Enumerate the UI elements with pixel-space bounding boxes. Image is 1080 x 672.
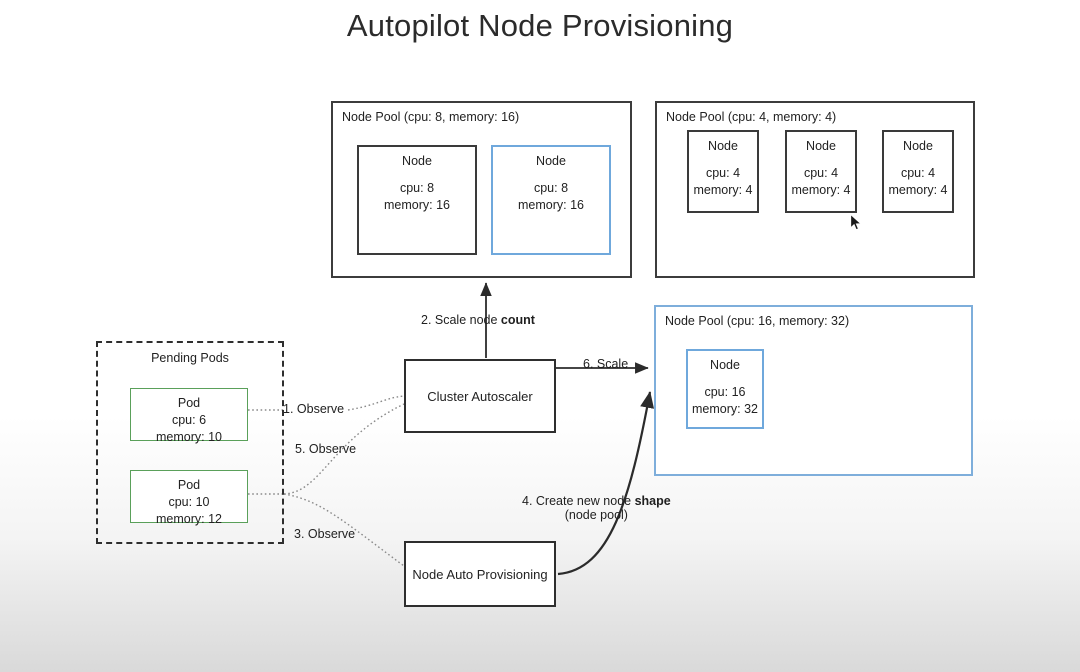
cluster-autoscaler-box[interactable]: Cluster Autoscaler — [404, 359, 556, 433]
pod-card[interactable]: Pod cpu: 6 memory: 10 — [130, 388, 248, 444]
node-memory: memory: 32 — [692, 401, 758, 416]
node-memory: memory: 4 — [791, 182, 851, 197]
node-auto-provisioning-box[interactable]: Node Auto Provisioning — [404, 541, 556, 607]
node-card[interactable]: Node cpu: 16 memory: 32 — [686, 349, 764, 429]
page-title: Autopilot Node Provisioning — [346, 8, 734, 43]
edge-label-text: 3. Observe — [294, 527, 356, 541]
pod-cpu: cpu: 10 — [168, 494, 210, 509]
pod-memory: memory: 12 — [156, 511, 222, 526]
node-spec: cpu: 4 memory: 4 — [884, 165, 952, 199]
pending-pods-group[interactable]: Pending Pods — [96, 341, 284, 544]
node-card[interactable]: Node cpu: 4 memory: 4 — [785, 130, 857, 213]
node-memory: memory: 4 — [693, 182, 753, 197]
node-memory: memory: 16 — [518, 197, 584, 212]
node-cpu: cpu: 4 — [803, 166, 839, 180]
node-spec: cpu: 8 memory: 16 — [359, 180, 475, 214]
edge-label-text: 2. Scale node — [421, 313, 501, 327]
node-auto-provisioning-label: Node Auto Provisioning — [412, 566, 548, 582]
node-pool-cpu16-mem32[interactable]: Node Pool (cpu: 16, memory: 32) Node cpu… — [654, 305, 973, 476]
pod-card[interactable]: Pod cpu: 10 memory: 12 — [130, 470, 248, 526]
edge-label-scale-6: 6. Scale — [583, 357, 628, 371]
edge-label-subtext: (node pool) — [564, 508, 628, 522]
pod-memory: memory: 10 — [156, 429, 222, 444]
edge-label-text: 6. Scale — [583, 357, 629, 371]
pod-title: Pod — [177, 478, 201, 492]
node-pool-cpu4-mem4[interactable]: Node Pool (cpu: 4, memory: 4) Node cpu: … — [655, 101, 975, 278]
node-spec: cpu: 4 memory: 4 — [787, 165, 855, 199]
edge-label-observe-1: 1. Observe — [283, 402, 344, 416]
node-pool-label: Node Pool (cpu: 16, memory: 32) — [665, 314, 850, 328]
node-cpu: cpu: 8 — [533, 181, 569, 195]
node-memory: memory: 16 — [384, 197, 450, 212]
node-card[interactable]: Node cpu: 4 memory: 4 — [687, 130, 759, 213]
node-spec: cpu: 4 memory: 4 — [689, 165, 757, 199]
edge-label-observe-3: 3. Observe — [294, 527, 355, 541]
pending-pods-title: Pending Pods — [151, 351, 229, 365]
node-title: Node — [402, 154, 432, 168]
edge-label-emphasis: count — [500, 313, 535, 327]
node-title: Node — [708, 139, 738, 153]
node-cpu: cpu: 4 — [705, 166, 741, 180]
node-pool-label: Node Pool (cpu: 8, memory: 16) — [342, 110, 520, 124]
node-card[interactable]: Node cpu: 8 memory: 16 — [357, 145, 477, 255]
edge-label-text: 4. Create new node — [522, 494, 635, 508]
node-cpu: cpu: 16 — [704, 385, 746, 399]
node-title: Node — [536, 154, 566, 168]
node-title: Node — [710, 358, 740, 372]
node-title: Node — [903, 139, 933, 153]
node-card[interactable]: Node cpu: 4 memory: 4 — [882, 130, 954, 213]
node-title: Node — [806, 139, 836, 153]
edge-label-create-node-shape: 4. Create new node shape (node pool) — [522, 494, 671, 522]
edge-label-text: 5. Observe — [295, 442, 357, 456]
node-spec: cpu: 8 memory: 16 — [493, 180, 609, 214]
node-memory: memory: 4 — [888, 182, 948, 197]
node-pool-label: Node Pool (cpu: 4, memory: 4) — [666, 110, 837, 124]
cluster-autoscaler-label: Cluster Autoscaler — [427, 388, 533, 404]
node-card[interactable]: Node cpu: 8 memory: 16 — [491, 145, 611, 255]
edge-label-emphasis: shape — [634, 494, 671, 508]
pod-title: Pod — [177, 396, 201, 410]
edge-create-node-shape — [557, 391, 655, 576]
edge-label-text: 1. Observe — [283, 402, 345, 416]
edge-label-scale-node-count: 2. Scale node count — [421, 313, 535, 327]
node-pool-cpu8-mem16[interactable]: Node Pool (cpu: 8, memory: 16) Node cpu:… — [331, 101, 632, 278]
pod-cpu: cpu: 6 — [171, 412, 207, 427]
node-cpu: cpu: 4 — [900, 166, 936, 180]
edge-label-observe-5: 5. Observe — [295, 442, 356, 456]
node-spec: cpu: 16 memory: 32 — [688, 384, 762, 418]
node-cpu: cpu: 8 — [399, 181, 435, 195]
